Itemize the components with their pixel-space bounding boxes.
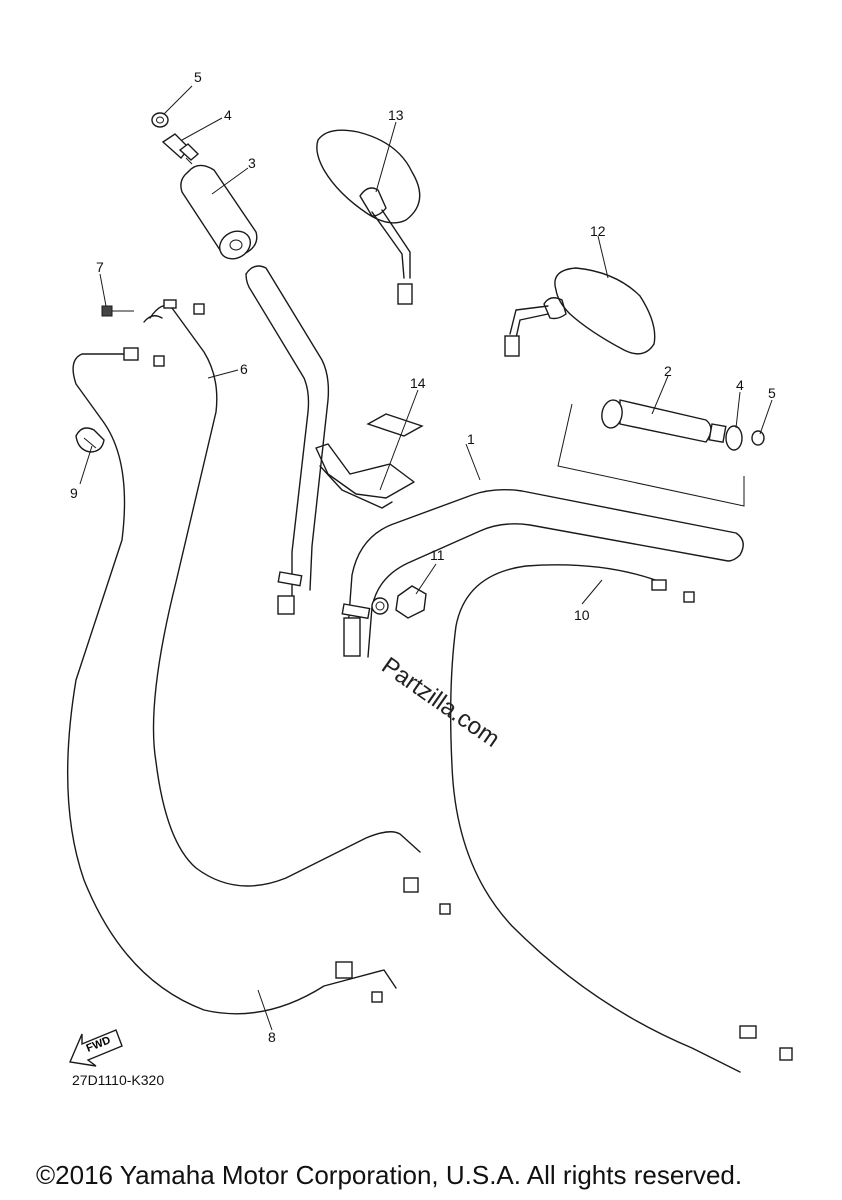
diagram-code: 27D1110-K320 (72, 1072, 165, 1088)
callout-6: 6 (240, 361, 248, 377)
callout-3: 3 (248, 155, 256, 171)
part-9-clip (75, 427, 105, 453)
part-8-throttle-cable (66, 347, 397, 1015)
part-2-right-grip (557, 399, 745, 507)
callout-12: 12 (590, 223, 606, 239)
callout-4-right: 4 (736, 377, 744, 393)
callout-9: 9 (70, 485, 78, 501)
part-6-throttle-cable (143, 299, 451, 915)
callout-2: 2 (664, 363, 672, 379)
part-14-bracket-plate (315, 413, 424, 509)
part-4-right-bar-end (708, 423, 743, 451)
part-5-left-washer (151, 112, 169, 128)
callout-10: 10 (574, 607, 590, 623)
callout-5-left: 5 (194, 69, 202, 85)
part-10-clutch-cable (449, 564, 793, 1073)
part-7-screw (101, 305, 134, 317)
callout-5-right: 5 (768, 385, 776, 401)
callout-7: 7 (96, 259, 104, 275)
part-5-right-washer (751, 430, 765, 446)
part-4-left-bar-end (161, 133, 200, 165)
part-13-left-mirror (316, 129, 421, 305)
fwd-arrow-icon: FWD (69, 1029, 123, 1067)
callout-4-left: 4 (224, 107, 232, 123)
callout-11: 11 (430, 547, 445, 563)
part-12-right-mirror (504, 267, 656, 357)
callout-14: 14 (410, 375, 426, 391)
part-3-left-grip (180, 164, 258, 260)
part-1-handlebar (245, 265, 744, 658)
callout-8: 8 (268, 1029, 276, 1045)
part-11-clamp (371, 585, 427, 619)
callout-leaders (79, 85, 773, 1031)
callout-1: 1 (467, 431, 475, 447)
callout-13: 13 (388, 107, 404, 123)
copyright-notice: ©2016 Yamaha Motor Corporation, U.S.A. A… (36, 1160, 743, 1190)
